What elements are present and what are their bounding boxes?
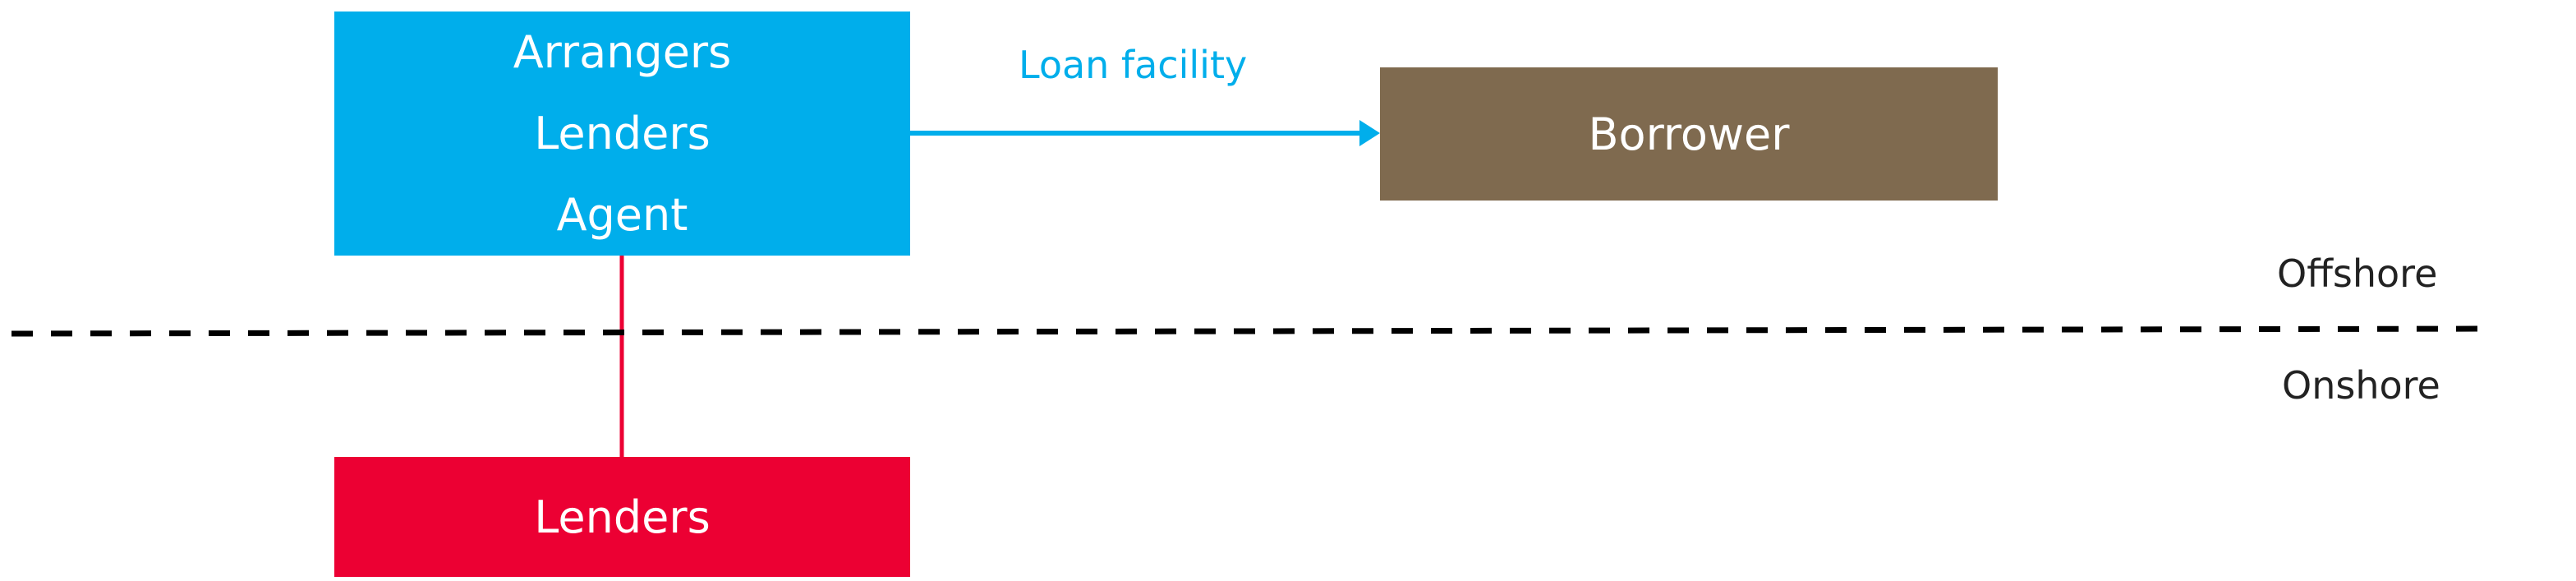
agent-label: Agent (556, 189, 688, 241)
onshore-lenders-box: Lenders (334, 457, 910, 577)
offshore-label: Offshore (2277, 251, 2438, 296)
borrower-box: Borrower (1380, 67, 1998, 201)
onshore-label: Onshore (2282, 363, 2440, 408)
arrangers-label: Arrangers (513, 26, 732, 78)
borrower-label: Borrower (1588, 108, 1790, 160)
arrangers-lenders-agent-box: Arrangers Lenders Agent (334, 12, 910, 256)
arrow-head-icon (1359, 120, 1380, 146)
offshore-onshore-divider (11, 325, 2490, 337)
loan-facility-label: Loan facility (1019, 43, 1248, 87)
lenders-label: Lenders (534, 108, 711, 159)
onshore-lenders-label: Lenders (534, 491, 711, 543)
